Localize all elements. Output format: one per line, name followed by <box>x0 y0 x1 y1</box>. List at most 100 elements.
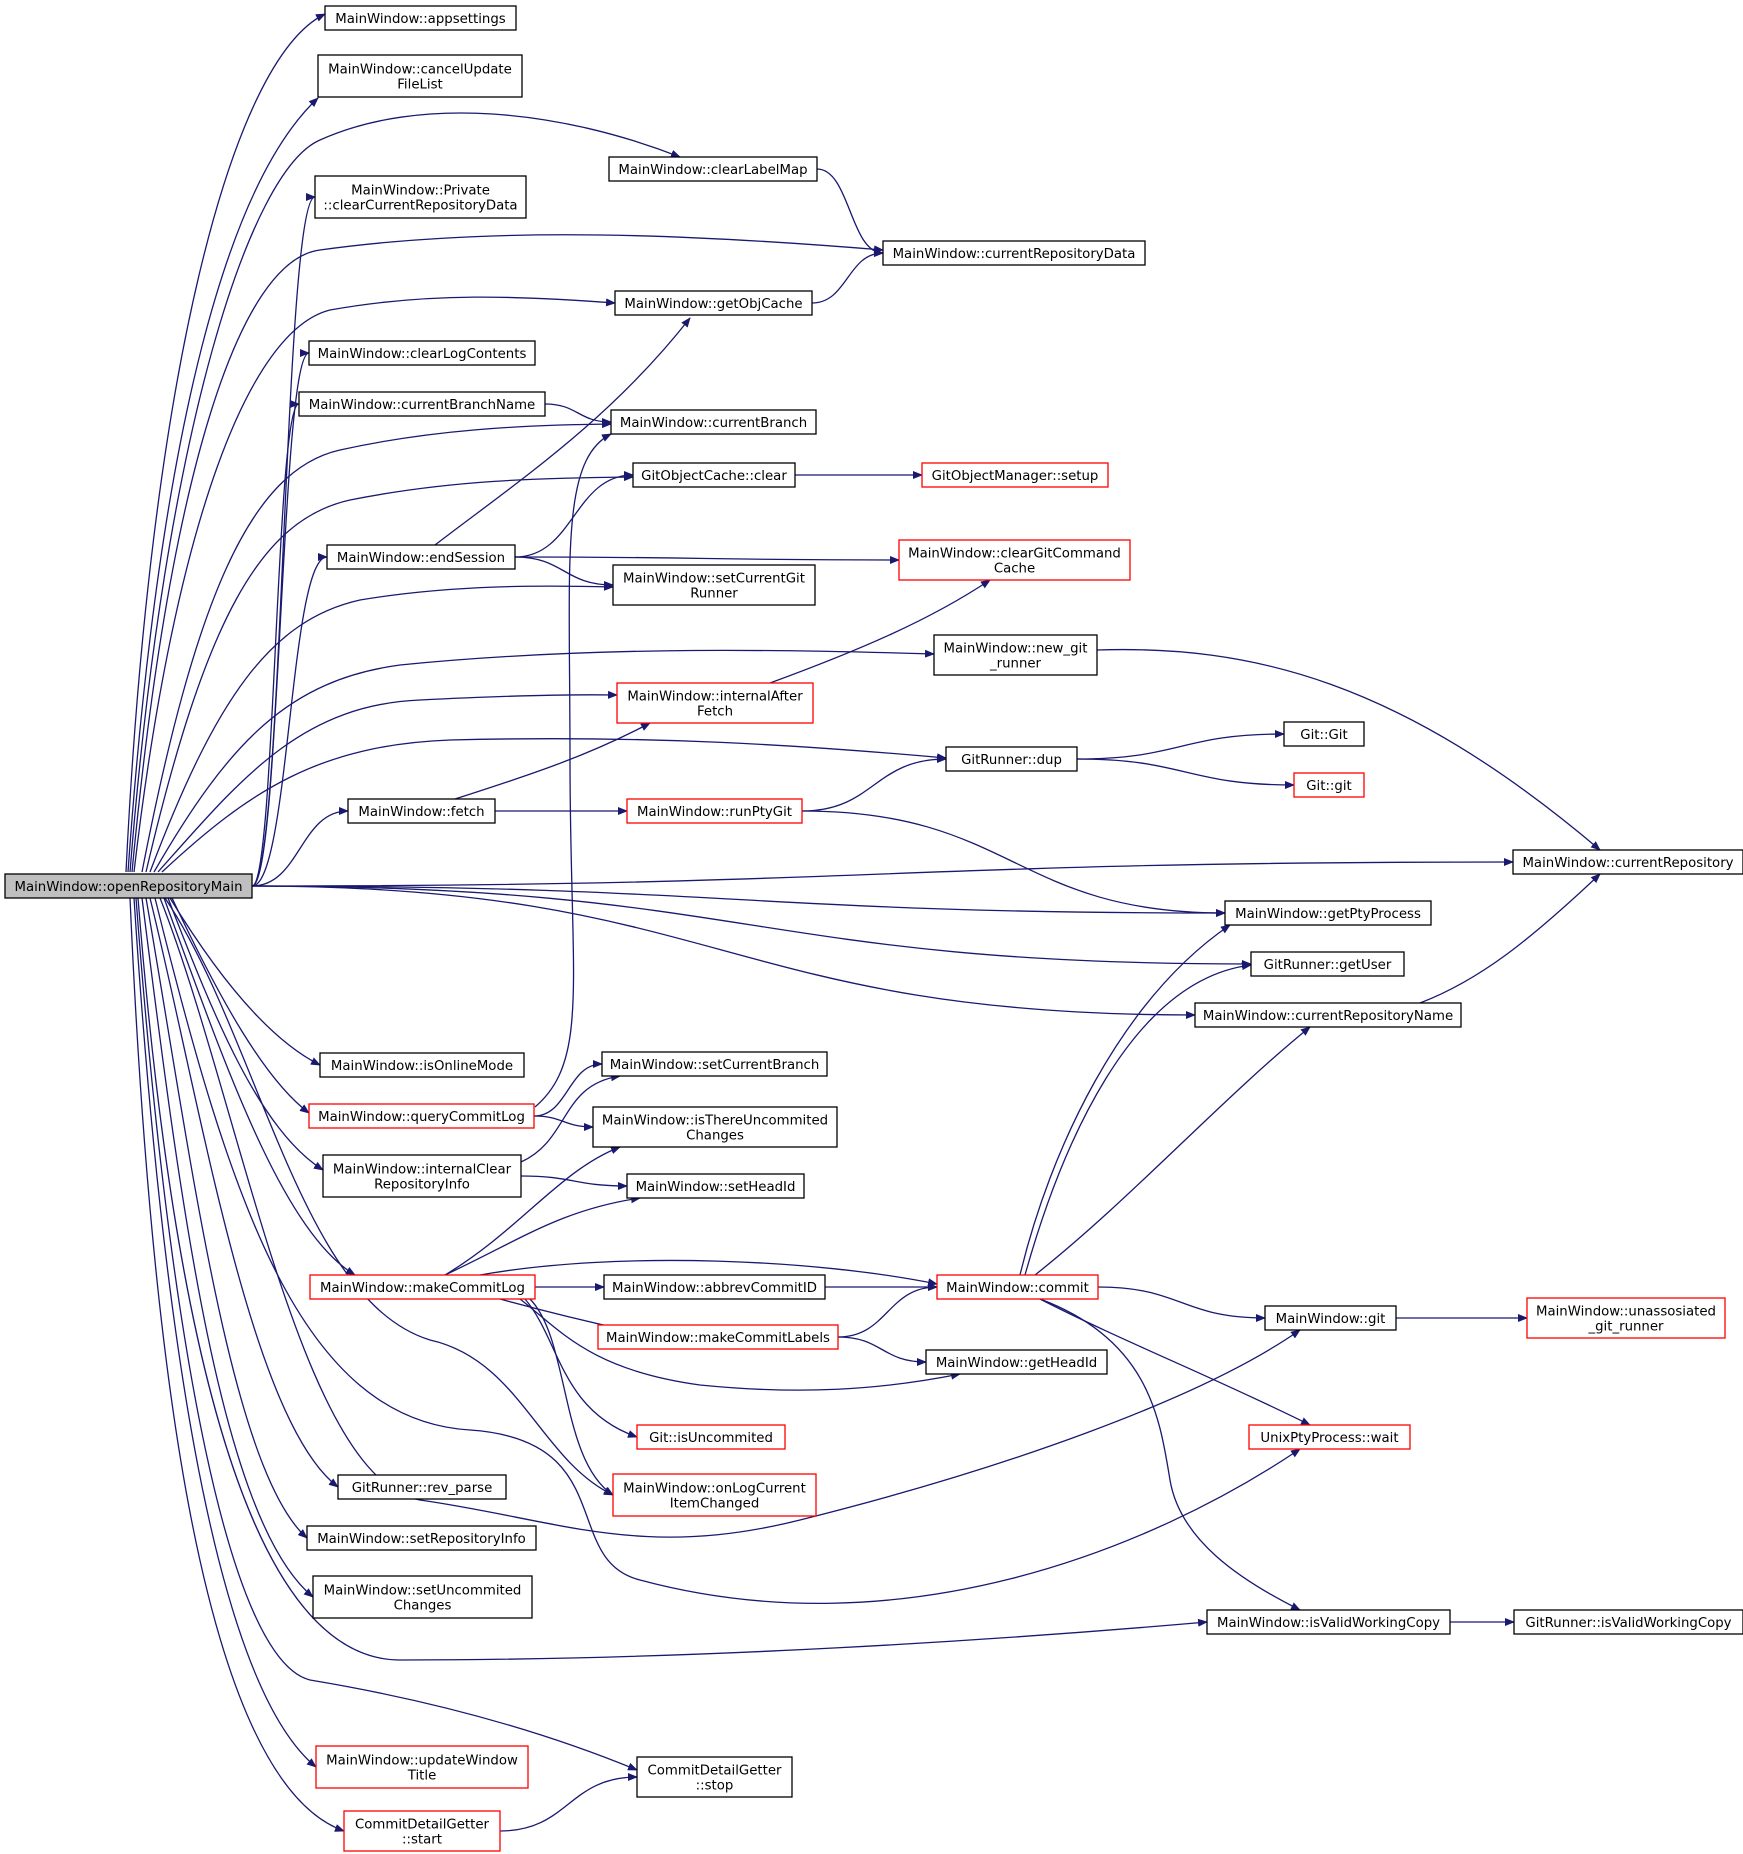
node-box <box>608 156 818 182</box>
node-label: MainWindow::git <box>1276 1312 1386 1327</box>
node-box <box>312 1575 533 1619</box>
node-box <box>315 1745 529 1789</box>
node-gitRunnerDup[interactable]: GitRunner::dup <box>945 746 1078 772</box>
node-box <box>626 798 803 824</box>
node-label: ::stop <box>696 1779 734 1794</box>
node-label: MainWindow::Private <box>351 184 490 199</box>
edge-internalAfterFetch-to-clearGitCmdCache <box>769 579 991 684</box>
node-newGitRunner[interactable]: MainWindow::new_git_runner <box>933 634 1098 676</box>
node-currentRepositoryName[interactable]: MainWindow::currentRepositoryName <box>1194 1002 1462 1028</box>
edge-commit-to-getPtyProcess <box>1019 924 1231 1276</box>
edge-queryCommitLog-to-isThereUncommited <box>533 1115 594 1131</box>
edge-openRepositoryMain-to-endSession <box>251 553 328 887</box>
node-getObjCache[interactable]: MainWindow::getObjCache <box>614 290 813 316</box>
node-currentRepositoryData[interactable]: MainWindow::currentRepositoryData <box>882 240 1146 266</box>
node-gocClear[interactable]: GitObjectCache::clear <box>632 462 796 488</box>
edge-makeCommitLog-to-onLogCurrentItem <box>529 1298 614 1496</box>
edge-openRepositoryMain-to-queryCommitLog <box>171 897 310 1114</box>
node-label: MainWindow::queryCommitLog <box>318 1110 525 1125</box>
node-unassosiated[interactable]: MainWindow::unassosiated_git_runner <box>1526 1297 1726 1339</box>
node-runPtyGit[interactable]: MainWindow::runPtyGit <box>626 798 803 824</box>
node-box <box>319 1052 525 1078</box>
node-revParse[interactable]: GitRunner::rev_parse <box>337 1474 507 1500</box>
node-box <box>626 1173 805 1199</box>
node-box <box>1250 951 1405 977</box>
node-fetch[interactable]: MainWindow::fetch <box>347 798 496 824</box>
edge-makeCommitLabels-to-commit <box>837 1283 938 1338</box>
node-makeCommitLog[interactable]: MainWindow::makeCommitLog <box>309 1274 536 1300</box>
node-clearLogContents[interactable]: MainWindow::clearLogContents <box>308 340 536 366</box>
node-label: MainWindow::abbrevCommitID <box>612 1281 817 1296</box>
node-ptyWait[interactable]: UnixPtyProcess::wait <box>1248 1424 1411 1450</box>
edge-openRepositoryMain-to-getUser <box>251 885 1252 968</box>
node-appsettings[interactable]: MainWindow::appsettings <box>324 5 517 31</box>
edge-gitRunnerDup-to-GitGit <box>1076 730 1285 760</box>
node-label: MainWindow::makeCommitLog <box>320 1281 525 1296</box>
node-setRepositoryInfo[interactable]: MainWindow::setRepositoryInfo <box>306 1525 537 1551</box>
node-isOnlineMode[interactable]: MainWindow::isOnlineMode <box>319 1052 525 1078</box>
node-openRepositoryMain[interactable]: MainWindow::openRepositoryMain <box>4 873 253 899</box>
node-mwGit[interactable]: MainWindow::git <box>1264 1305 1397 1331</box>
node-setCurrentBranch[interactable]: MainWindow::setCurrentBranch <box>601 1051 828 1077</box>
node-box <box>1206 1609 1451 1635</box>
node-isUncommited[interactable]: Git::isUncommited <box>636 1424 786 1450</box>
node-label: MainWindow::currentRepository <box>1522 856 1733 871</box>
node-clearCurrentRepoData[interactable]: MainWindow::Private::clearCurrentReposit… <box>314 175 527 219</box>
node-label: UnixPtyProcess::wait <box>1260 1431 1398 1446</box>
node-box <box>945 746 1078 772</box>
node-label: Git::isUncommited <box>649 1431 773 1446</box>
node-label: CommitDetailGetter <box>355 1818 489 1833</box>
node-endSession[interactable]: MainWindow::endSession <box>326 544 516 570</box>
edge-openRepositoryMain-to-gitRunnerDup <box>161 738 947 873</box>
node-box <box>933 634 1098 676</box>
node-currentBranchName[interactable]: MainWindow::currentBranchName <box>298 391 546 417</box>
node-label: MainWindow::runPtyGit <box>637 805 792 820</box>
edge-makeCommitLog-to-isThereUncommited <box>444 1146 621 1276</box>
node-label: GitRunner::rev_parse <box>352 1481 493 1496</box>
node-label: GitRunner::isValidWorkingCopy <box>1525 1616 1731 1631</box>
node-Gitgit[interactable]: Git::git <box>1293 772 1365 798</box>
edge-openRepositoryMain-to-updateWindowTitle <box>133 897 317 1768</box>
node-box <box>1283 721 1365 747</box>
node-getPtyProcess[interactable]: MainWindow::getPtyProcess <box>1224 900 1432 926</box>
edge-makeCommitLog-to-commit <box>479 1259 938 1287</box>
node-box <box>347 798 496 824</box>
node-cdgStart[interactable]: CommitDetailGetter::start <box>343 1810 501 1852</box>
edge-queryCommitLog-to-currentBranch <box>534 433 612 1108</box>
edge-internalClearRepoInfo-to-setHeadId <box>520 1175 628 1190</box>
node-isValidWorkingCopy[interactable]: MainWindow::isValidWorkingCopy <box>1206 1609 1451 1635</box>
node-getUser[interactable]: GitRunner::getUser <box>1250 951 1405 977</box>
edge-internalClearRepoInfo-to-setCurrentBranch <box>520 1073 621 1163</box>
node-setHeadId[interactable]: MainWindow::setHeadId <box>626 1173 805 1199</box>
node-currentBranch[interactable]: MainWindow::currentBranch <box>610 409 817 435</box>
node-gomSetup[interactable]: GitObjectManager::setup <box>921 462 1109 488</box>
node-getHeadId[interactable]: MainWindow::getHeadId <box>925 1349 1108 1375</box>
node-commit[interactable]: MainWindow::commit <box>936 1274 1099 1300</box>
node-currentRepository[interactable]: MainWindow::currentRepository <box>1512 849 1743 875</box>
node-makeCommitLabels[interactable]: MainWindow::makeCommitLabels <box>597 1324 839 1350</box>
node-label: MainWindow::appsettings <box>335 12 506 27</box>
node-queryCommitLog[interactable]: MainWindow::queryCommitLog <box>308 1103 535 1129</box>
node-grIsValidWorkingCopy[interactable]: GitRunner::isValidWorkingCopy <box>1513 1609 1743 1635</box>
node-clearLabelMap[interactable]: MainWindow::clearLabelMap <box>608 156 818 182</box>
node-label: GitRunner::dup <box>961 753 1062 768</box>
node-cdgStop[interactable]: CommitDetailGetter::stop <box>636 1756 793 1798</box>
node-label: GitRunner::getUser <box>1264 958 1392 973</box>
node-label: MainWindow::currentBranch <box>620 416 807 431</box>
edge-commit-to-ptyWait <box>1039 1298 1311 1426</box>
node-label: MainWindow::commit <box>946 1281 1089 1296</box>
node-label: GitObjectManager::setup <box>932 469 1099 484</box>
node-box <box>601 1051 828 1077</box>
edge-endSession-to-gocClear <box>514 471 634 558</box>
node-GitGit[interactable]: Git::Git <box>1283 721 1365 747</box>
node-abbrevCommitID[interactable]: MainWindow::abbrevCommitID <box>603 1274 826 1300</box>
